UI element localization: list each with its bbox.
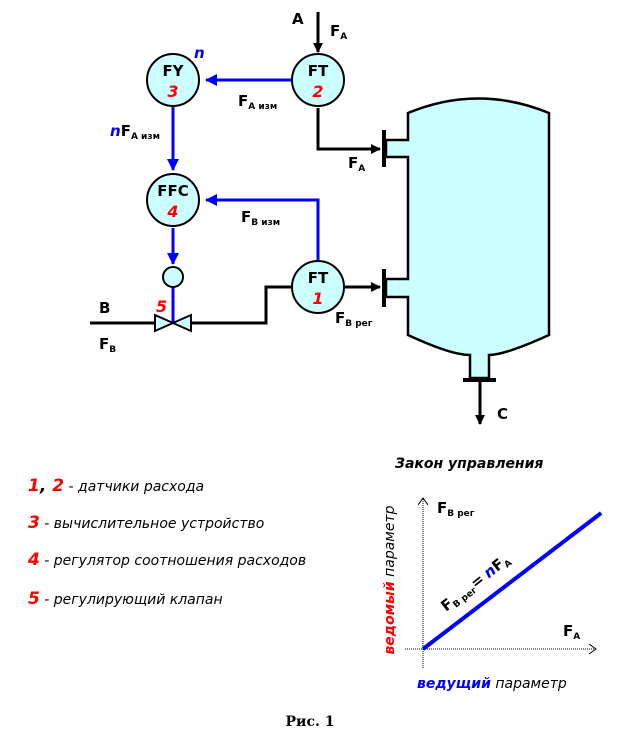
stream-a-tank-flow: FA: [348, 154, 365, 174]
fy3-tag: FY: [162, 62, 184, 80]
legend-text: - вычислительное устройство: [44, 516, 265, 532]
ft2-tag: FT: [308, 62, 329, 80]
graph-x-label: ведущий параметр: [417, 676, 567, 692]
signal-fb-meas-label: FB изм: [241, 208, 280, 228]
legend-item-computing-device: 3 - вычислительное устройство: [28, 513, 264, 533]
pipe-a-to-tank: [316, 108, 381, 154]
legend-number: 4: [28, 550, 40, 570]
legend-text: - датчики расхода: [68, 479, 205, 495]
x-label-rest: параметр: [490, 676, 567, 692]
valve-body-left: [154, 313, 176, 333]
graph-title: Закон управления: [395, 456, 544, 472]
ft2-number: 2: [312, 82, 323, 101]
signal-n-fa-meas-label: nFA изм: [110, 122, 160, 142]
y-label-rest: параметр: [382, 505, 398, 582]
stream-b-tank-flow: FB рег: [335, 309, 373, 329]
stream-a-flow: FA: [330, 22, 347, 42]
fy3-number: 3: [167, 82, 178, 101]
graph-y-axis-label: FB рег: [437, 499, 475, 519]
legend-item-ratio-controller: 4 - регулятор соотношения расходов: [28, 550, 306, 570]
legend-item-sensors: 1, 2 - датчики расхода: [28, 476, 204, 496]
instrument-fy3[interactable]: FY 3: [146, 53, 200, 107]
x-label-key: ведущий: [417, 676, 491, 692]
instrument-ft2[interactable]: FT 2: [291, 53, 345, 107]
control-valve-5[interactable]: 5: [154, 266, 192, 333]
control-law-line: [421, 511, 603, 651]
signal-fa-meas-label: FA изм: [238, 92, 277, 112]
legend-number: 2: [52, 476, 65, 496]
control-law-graph: FB рег FA FB рег=nFA: [405, 498, 603, 668]
tank: [382, 97, 551, 382]
y-label-key: ведомый: [382, 581, 398, 655]
ffc4-tag: FFC: [157, 182, 189, 200]
ratio-setting-n: n: [194, 44, 205, 62]
legend-text: - регулирующий клапан: [44, 592, 223, 608]
instrument-ffc4[interactable]: FFC 4: [146, 173, 200, 227]
signal-fb-meas: [205, 194, 320, 260]
pipe-b-to-ft1: [191, 285, 292, 325]
stream-b-label: B: [99, 299, 110, 317]
stream-a-label: A: [292, 10, 304, 28]
legend-text: - регулятор соотношения расходов: [44, 553, 307, 569]
graph-x-axis-label: FA: [563, 622, 580, 642]
ft1-tag: FT: [308, 269, 329, 287]
ft1-number: 1: [312, 289, 323, 308]
legend-number: 1: [28, 476, 40, 496]
valve-body-right: [170, 313, 192, 333]
figure-caption: Рис. 1: [285, 714, 335, 730]
legend-comma: ,: [39, 476, 53, 496]
legend-number: 5: [28, 589, 40, 609]
valve-number: 5: [156, 297, 167, 316]
legend-item-control-valve: 5 - регулирующий клапан: [28, 589, 223, 609]
instrument-ft1[interactable]: FT 1: [291, 260, 345, 314]
stream-c-label: C: [497, 405, 508, 423]
legend-number: 3: [28, 513, 40, 533]
valve-actuator: [162, 266, 184, 288]
ffc4-number: 4: [166, 202, 178, 221]
stream-b-flow: FB: [99, 335, 116, 355]
graph-y-label: ведомый параметр: [382, 480, 398, 680]
